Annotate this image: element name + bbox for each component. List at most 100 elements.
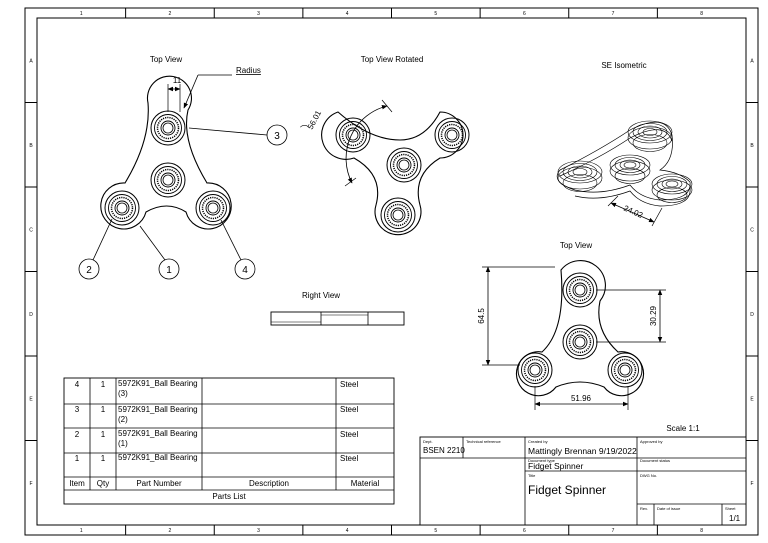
parts-cell-material: Steel	[340, 454, 358, 463]
zone-label-row: C	[750, 227, 754, 233]
bearing	[434, 117, 470, 153]
sheet-label: Sheet	[725, 506, 736, 511]
zone-label-row: C	[29, 227, 33, 233]
right-view: Right View	[270, 291, 405, 326]
zone-label-column: 4	[346, 528, 349, 534]
bearing	[104, 190, 140, 226]
iso-bearing	[627, 120, 673, 152]
parts-header-material: Material	[351, 479, 380, 488]
date-label: Date of issue	[657, 506, 681, 511]
approved-by-label: Approved by	[640, 439, 662, 444]
parts-cell-material: Steel	[340, 430, 358, 439]
balloon-2	[78, 258, 100, 280]
zone-label-column: 8	[700, 528, 703, 534]
parts-cell-qty: 1	[101, 454, 106, 463]
parts-cell-item: 3	[75, 405, 80, 414]
dwg-no-label: DWG No.	[640, 473, 657, 478]
drawing-title: Fidget Spinner	[528, 483, 606, 497]
parts-list: 4 1 5972K91_Ball Bearing (3) Steel 3 1 5…	[63, 377, 395, 505]
balloon-3	[266, 124, 288, 146]
parts-cell-qty: 1	[101, 380, 106, 389]
bearing	[150, 162, 186, 198]
bearing	[380, 197, 416, 233]
balloon-3-label: 3	[274, 131, 280, 142]
doc-type-value: Fidget Spinner	[528, 461, 583, 471]
balloon-4-label: 4	[242, 265, 248, 276]
zone-label-column: 1	[80, 11, 83, 17]
zone-label-column: 2	[169, 11, 172, 17]
zone-label-row: B	[750, 143, 754, 149]
zone-label-column: 4	[346, 11, 349, 17]
view-label-top-view: Top View	[150, 55, 183, 64]
balloon-1-label: 1	[166, 265, 172, 276]
iso-bearing	[557, 160, 603, 192]
se-isometric-view: SE Isometric 24.02	[556, 61, 693, 227]
bearing	[517, 352, 553, 388]
top-view-rotated: Top View Rotated	[300, 55, 470, 236]
zone-label-row: F	[29, 481, 32, 487]
zone-label-row: A	[750, 58, 754, 64]
parts-list-title: Parts List	[212, 492, 246, 501]
dimension-24: 24.02	[622, 204, 644, 221]
parts-cell-qty: 1	[101, 405, 106, 414]
view-label-se-isometric: SE Isometric	[601, 61, 646, 70]
spinner-body	[100, 75, 232, 230]
parts-cell-part-number: 5972K91_Ball Bearing (1)	[118, 429, 198, 448]
title-block: Dept. BSEN 2210 Technical reference Crea…	[419, 436, 747, 526]
view-label-top-view-rotated: Top View Rotated	[361, 55, 424, 64]
title-label: Title	[528, 473, 536, 478]
spinner-body-rotated	[321, 111, 464, 236]
parts-cell-material: Steel	[340, 380, 358, 389]
iso-bearing	[609, 154, 651, 184]
dept-label: Dept.	[423, 439, 433, 444]
parts-cell-part-number: 5972K91_Ball Bearing (3)	[118, 379, 198, 398]
parts-cell-item: 2	[75, 430, 80, 439]
parts-cell-part-number: 5972K91_Ball Bearing (2)	[118, 405, 198, 424]
zone-label-row: D	[750, 312, 754, 318]
zone-ticks	[25, 8, 758, 535]
parts-cell-part-number: 5972K91_Ball Bearing	[118, 453, 198, 462]
zone-label-row: E	[29, 396, 33, 402]
sheet-value: 1/1	[729, 514, 741, 523]
bearing	[607, 352, 643, 388]
view-label-right-view: Right View	[302, 291, 340, 300]
iso-bearing	[651, 173, 693, 203]
zone-label-column: 6	[523, 11, 526, 17]
zone-label-row: F	[750, 481, 753, 487]
zone-label-column: 7	[612, 528, 615, 534]
parts-cell-item: 1	[75, 454, 80, 463]
zone-label-row: D	[29, 312, 33, 318]
view-label-top-view-2: Top View	[560, 241, 593, 250]
dimension-11: 11	[173, 76, 182, 85]
dimension-30: 30.29	[649, 305, 658, 326]
doc-status-label: Document status	[640, 458, 670, 463]
balloon-2-label: 2	[86, 265, 92, 276]
parts-cell-item: 4	[75, 380, 80, 389]
top-view-dimensioned: Top View	[477, 241, 666, 410]
parts-cell-material: Steel	[340, 405, 358, 414]
dept-value: BSEN 2210	[423, 446, 465, 455]
radius-label: Radius	[236, 66, 261, 75]
zone-label-column: 6	[523, 528, 526, 534]
zone-label-row: E	[750, 396, 754, 402]
zone-label-column: 3	[257, 528, 260, 534]
zone-label-column: 8	[700, 11, 703, 17]
zone-label-column: 1	[80, 528, 83, 534]
dimension-51: 51.96	[571, 394, 592, 403]
zone-label-column: 5	[434, 528, 437, 534]
parts-header-description: Description	[249, 479, 289, 488]
zone-label-column: 5	[434, 11, 437, 17]
zone-label-row: A	[29, 58, 33, 64]
created-by-label: Created by	[528, 439, 548, 444]
balloon-1	[158, 258, 180, 280]
zone-label-column: 3	[257, 11, 260, 17]
dimension-64: 64.5	[477, 308, 486, 324]
parts-cell-qty: 1	[101, 430, 106, 439]
zone-label-row: B	[29, 143, 33, 149]
zone-label-column: 2	[169, 528, 172, 534]
parts-header-part-number: Part Number	[136, 479, 182, 488]
bearing	[386, 147, 422, 183]
tech-ref-label: Technical reference	[466, 439, 501, 444]
